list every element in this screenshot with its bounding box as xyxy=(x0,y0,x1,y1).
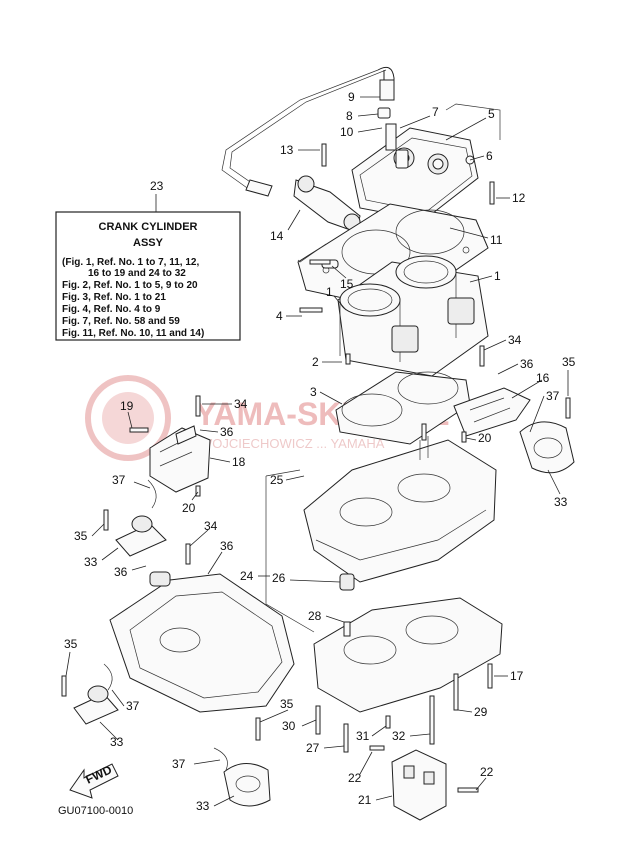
callout-label: 7 xyxy=(432,105,439,119)
part-box-title-line1: CRANK CYLINDER xyxy=(99,221,198,233)
bypass-hose xyxy=(103,479,228,771)
callout-label: 33 xyxy=(196,799,210,813)
base-gasket xyxy=(335,371,471,445)
part-box-line: Fig. 2, Ref. No. 1 to 5, 9 to 20 xyxy=(62,280,198,291)
callout-label: 33 xyxy=(554,495,568,509)
callout-label: 20 xyxy=(478,431,492,445)
callout-label: 12 xyxy=(512,191,526,205)
callout-label: 34 xyxy=(204,519,218,533)
assembly-lines xyxy=(265,103,501,633)
callout-label: 29 xyxy=(474,705,488,719)
callout-label: 37 xyxy=(112,473,126,487)
callout-label: 22 xyxy=(348,771,362,785)
callout-label: 10 xyxy=(340,125,354,139)
engine-mount xyxy=(223,763,271,807)
callout-label: 13 xyxy=(280,143,294,157)
part-box-title-line2: ASSY xyxy=(133,237,164,249)
callout-label: 4 xyxy=(276,309,283,323)
callout-label: 25 xyxy=(270,473,284,487)
cylinder-block xyxy=(321,255,489,377)
engine-mount xyxy=(73,685,119,725)
callout-label: 26 xyxy=(272,571,286,585)
callout-label: 32 xyxy=(392,729,406,743)
callout-label: 37 xyxy=(126,699,140,713)
callout-label: 28 xyxy=(308,609,322,623)
callout-label: 3 xyxy=(310,385,317,399)
fwd-arrow: FWD xyxy=(69,762,119,799)
bolts xyxy=(61,143,571,793)
callout-label: 30 xyxy=(282,719,296,733)
callout-label: 22 xyxy=(480,765,494,779)
part-box-line: (Fig. 1, Ref. No. 1 to 7, 11, 12, xyxy=(62,257,199,268)
part-box-line: Fig. 7, Ref. No. 58 and 59 xyxy=(62,316,180,327)
callout-label: 33 xyxy=(110,735,124,749)
part-box-line: Fig. 4, Ref. No. 4 to 9 xyxy=(62,304,161,315)
callout-label: 9 xyxy=(348,90,355,104)
callout-label: 1 xyxy=(326,285,333,299)
callout-label: 1 xyxy=(494,269,501,283)
callout-label: 37 xyxy=(546,389,560,403)
thermostat-cover xyxy=(245,175,361,233)
callout-label: 34 xyxy=(234,397,248,411)
callout-label: 18 xyxy=(232,455,246,469)
part-box: 23 CRANK CYLINDER ASSY (Fig. 1, Ref. No.… xyxy=(55,179,241,341)
callout-label: 35 xyxy=(74,529,88,543)
callout-label: 36 xyxy=(220,539,234,553)
engine-mount xyxy=(115,515,167,557)
callout-label: 6 xyxy=(486,149,493,163)
part-box-ref: 23 xyxy=(150,179,164,193)
watermark-subtext: WOJCIECHOWICZ ... YAMAHA xyxy=(200,436,385,451)
callout-label: 31 xyxy=(356,729,370,743)
crankcase-upper xyxy=(303,436,497,583)
callout-label: 36 xyxy=(114,565,128,579)
callout-label: 5 xyxy=(488,107,495,121)
water-hose xyxy=(221,66,395,191)
engine-cover-left xyxy=(109,571,295,713)
callout-label: 27 xyxy=(306,741,320,755)
callout-label: 24 xyxy=(240,569,254,583)
callout-label: 37 xyxy=(172,757,186,771)
part-box-line: Fig. 3, Ref. No. 1 to 21 xyxy=(62,292,166,303)
callout-label: 20 xyxy=(182,501,196,515)
figure-code: GU07100-0010 xyxy=(58,805,133,817)
callout-label: 19 xyxy=(120,399,134,413)
callout-label: 17 xyxy=(510,669,524,683)
crank-seal xyxy=(339,573,355,591)
callout-label: 14 xyxy=(270,229,284,243)
callout-label: 8 xyxy=(346,109,353,123)
callout-label: 34 xyxy=(508,333,522,347)
callout-label: 35 xyxy=(64,637,78,651)
leader-lines xyxy=(65,96,569,807)
reed-valve-right xyxy=(453,387,575,474)
callout-label: 16 xyxy=(536,371,550,385)
part-box-line: Fig. 11, Ref. No. 10, 11 and 14) xyxy=(62,328,204,339)
callout-label: 35 xyxy=(280,697,294,711)
part-box-line: 16 to 19 and 24 to 32 xyxy=(88,268,186,279)
callout-label: 35 xyxy=(562,355,576,369)
callout-label: 15 xyxy=(340,277,354,291)
callout-label: 2 xyxy=(312,355,319,369)
callout-label: 33 xyxy=(84,555,98,569)
callout-labels: 9 8 7 5 10 6 13 12 14 11 15 1 1 4 2 34 3… xyxy=(64,90,576,813)
callout-label: 36 xyxy=(220,425,234,439)
cylinder-head-cover xyxy=(351,123,479,221)
callout-label: 11 xyxy=(490,233,503,247)
callout-label: 21 xyxy=(358,793,372,807)
mount-bracket xyxy=(391,749,447,821)
crankcase-lower xyxy=(313,597,503,713)
callout-label: 36 xyxy=(520,357,534,371)
reed-valve-left xyxy=(149,425,211,493)
